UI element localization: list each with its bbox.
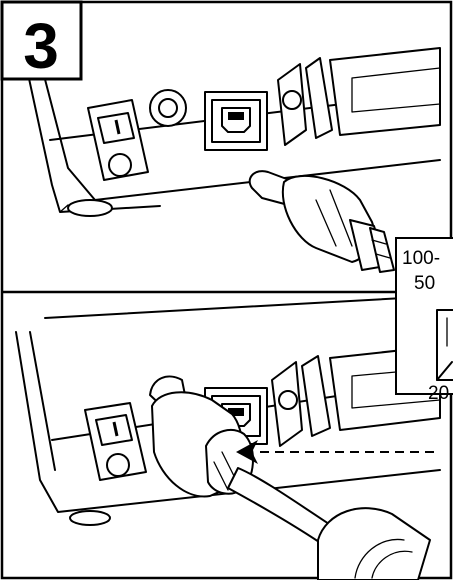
power-switch-rocker-2[interactable]	[95, 414, 133, 446]
power-label-voltage: 100-	[402, 248, 440, 269]
bracket-screw-2	[278, 390, 298, 410]
switch-on-mark	[114, 119, 121, 135]
plug-tip-rings	[371, 239, 391, 259]
power-adapter-body	[317, 507, 431, 580]
parallel-port	[329, 47, 441, 136]
power-label-frequency: 50	[414, 273, 435, 294]
parallel-port-edge-2	[301, 355, 331, 437]
step-number-box	[0, 0, 83, 81]
plug-tip[interactable]	[369, 227, 395, 273]
power-label-box	[395, 237, 453, 395]
switch-on-mark-2	[112, 421, 119, 437]
plug-grip-lines	[315, 189, 353, 247]
printer-side-inner-2	[29, 331, 56, 471]
switch-off-mark-2	[106, 453, 130, 477]
parallel-port-edge	[305, 57, 333, 139]
power-label-bottom: 20	[428, 383, 449, 404]
bottom-panel	[15, 295, 441, 580]
power-adapter-edges	[354, 538, 413, 579]
printer-foot-left	[67, 199, 113, 217]
power-switch-rocker[interactable]	[97, 112, 135, 144]
power-jack-inner[interactable]	[158, 98, 178, 118]
power-label-inner-diagonal	[436, 361, 453, 381]
usb-port-pin	[228, 112, 244, 120]
printer-top-edge-2	[44, 295, 441, 319]
parallel-port-slot	[351, 67, 441, 113]
step-number-badge: 3	[0, 0, 83, 82]
insertion-arrow-icon	[236, 440, 258, 464]
step-number: 3	[23, 10, 59, 82]
switch-off-mark	[108, 153, 132, 177]
power-label-callout: 100- 50 20	[395, 237, 453, 404]
bracket-screw	[282, 90, 302, 110]
printer-foot-left-2	[69, 510, 111, 526]
top-panel	[24, 47, 441, 273]
usb-port-pin-2	[228, 408, 244, 416]
